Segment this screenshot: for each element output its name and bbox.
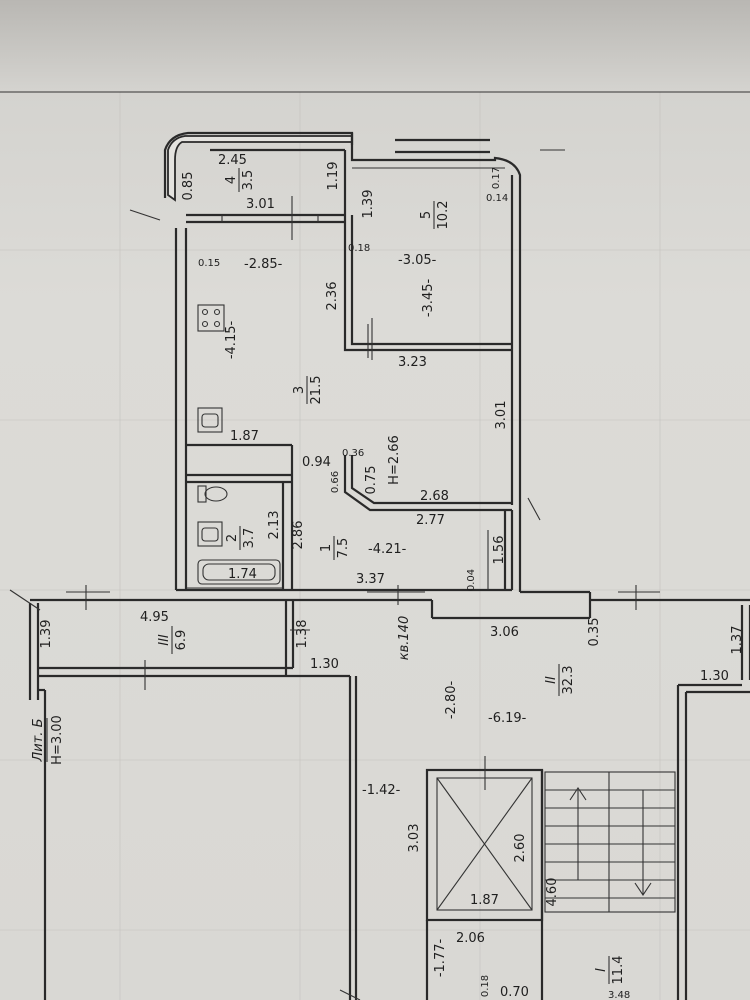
room-2-number: 2 bbox=[225, 534, 240, 542]
room-4-walls bbox=[186, 148, 347, 224]
dim-label: -1.42- bbox=[362, 783, 401, 798]
dim-label: 4.95 bbox=[140, 610, 169, 625]
building-label: Лит. Б H=3.00 bbox=[31, 715, 65, 765]
paper-grid bbox=[0, 91, 750, 1000]
dim-label: 1.74 bbox=[228, 567, 257, 582]
kitchen-sink-icon bbox=[197, 407, 223, 433]
dimension-labels: 2.45 1.19 0.85 3.01 1.39 0.17 0.14 0.18 … bbox=[39, 153, 745, 1000]
bathtub-icon bbox=[197, 559, 281, 585]
dim-label: -1.77- bbox=[433, 939, 448, 978]
dim-label: 1.87 bbox=[470, 893, 499, 908]
room-1-area: 7.5 bbox=[336, 538, 351, 559]
dim-label: 1.56 bbox=[492, 536, 507, 565]
dim-label: 2.36 bbox=[325, 282, 340, 311]
dim-label: 1.39 bbox=[361, 190, 376, 219]
landing-walls bbox=[676, 605, 750, 1000]
dim-label: 0.15 bbox=[198, 258, 220, 269]
room-II-number: II bbox=[544, 676, 559, 684]
dim-label: -4.15- bbox=[224, 321, 239, 360]
dim-label: 0.18 bbox=[480, 975, 491, 997]
dim-label: -6.19- bbox=[488, 711, 527, 726]
dim-label: -4.21- bbox=[368, 542, 407, 557]
dim-label: 3.01 bbox=[246, 197, 275, 212]
room-4-number: 4 bbox=[224, 176, 239, 184]
entrance-walls bbox=[30, 505, 750, 620]
dim-label: -2.80- bbox=[444, 681, 459, 720]
dim-label: 0.14 bbox=[486, 193, 508, 204]
dim-label: 0.35 bbox=[587, 618, 602, 647]
apartment-outer-walls bbox=[163, 131, 522, 590]
bathroom-walls bbox=[186, 443, 294, 590]
room-label-2: 2 3.7 bbox=[225, 526, 257, 550]
room-3-area: 21.5 bbox=[309, 376, 324, 405]
dim-label: -3.05- bbox=[398, 253, 437, 268]
dim-label: 3.23 bbox=[398, 355, 427, 370]
dim-label: 2.13 bbox=[267, 511, 282, 540]
toilet-icon bbox=[197, 485, 228, 503]
room-I-number: I bbox=[594, 968, 609, 972]
ceiling-height-label: H=2.66 bbox=[387, 435, 402, 485]
dim-label: 2.45 bbox=[218, 153, 247, 168]
dimension-lines bbox=[9, 149, 565, 1000]
dim-label: 0.04 bbox=[466, 569, 477, 591]
dim-label: 3.37 bbox=[356, 572, 385, 587]
room-III-walls bbox=[28, 600, 358, 1000]
room-5-number: 5 bbox=[419, 211, 434, 219]
dim-label: 3.01 bbox=[494, 401, 509, 430]
room-label-III: III 6.9 bbox=[157, 626, 189, 654]
dim-label: 2.77 bbox=[416, 513, 445, 528]
building-letter-label: Лит. Б bbox=[31, 718, 46, 762]
room-label-1: 1 7.5 bbox=[319, 536, 351, 560]
dim-label: 0.66 bbox=[330, 471, 341, 493]
dim-label: -3.45- bbox=[421, 279, 436, 318]
room-I-area: 11.4 bbox=[611, 956, 626, 985]
dim-label: 4.60 bbox=[545, 878, 560, 907]
room-III-area: 6.9 bbox=[174, 630, 189, 651]
room-II-area: 32.3 bbox=[561, 666, 576, 695]
dim-label: 0.75 bbox=[364, 466, 379, 495]
staircase bbox=[544, 771, 676, 913]
dim-label: 1.37 bbox=[730, 626, 745, 655]
stove-icon bbox=[197, 304, 225, 332]
dim-label: 1.38 bbox=[295, 620, 310, 649]
room-label-3: 3 21.5 bbox=[292, 376, 324, 405]
room-label-I: I 11.4 bbox=[594, 956, 626, 985]
room-2-area: 3.7 bbox=[242, 528, 257, 549]
room-5-walls bbox=[343, 167, 512, 358]
dim-label: 0.70 bbox=[500, 985, 529, 1000]
apartment-number-label: кв.140 bbox=[397, 616, 412, 660]
dim-label: 1.87 bbox=[230, 429, 259, 444]
dim-label: 3.03 bbox=[407, 824, 422, 853]
room-label-II: II 32.3 bbox=[544, 664, 576, 696]
dim-label: 2.60 bbox=[513, 834, 528, 863]
room-4-area: 3.5 bbox=[241, 170, 256, 191]
dim-label: 3.48 bbox=[608, 990, 630, 1000]
dim-label: -2.85- bbox=[244, 257, 283, 272]
room-label-5: 5 10.2 bbox=[419, 201, 451, 230]
room-label-4: 4 3.5 bbox=[224, 168, 256, 192]
dim-label: 0.36 bbox=[342, 448, 364, 459]
dim-label: 2.68 bbox=[420, 489, 449, 504]
building-height-label: H=3.00 bbox=[50, 715, 65, 765]
dim-label: 0.85 bbox=[181, 172, 196, 201]
dim-label: 1.30 bbox=[700, 669, 729, 684]
room-1-number: 1 bbox=[319, 544, 334, 552]
dim-label: 1.19 bbox=[326, 162, 341, 191]
dim-label: 3.06 bbox=[490, 625, 519, 640]
room-5-area: 10.2 bbox=[436, 201, 451, 230]
dim-label: 2.86 bbox=[291, 521, 306, 550]
elevator-shaft bbox=[425, 756, 544, 1000]
dim-label: 0.17 bbox=[491, 167, 502, 189]
dim-label: 0.18 bbox=[348, 243, 370, 254]
bathroom-sink-icon bbox=[197, 521, 223, 547]
dim-label: 1.39 bbox=[39, 620, 54, 649]
dim-label: 1.30 bbox=[310, 657, 339, 672]
dim-label: 0.94 bbox=[302, 455, 331, 470]
dim-label: 2.06 bbox=[456, 931, 485, 946]
room-3-number: 3 bbox=[292, 386, 307, 394]
corridor-partition bbox=[343, 455, 514, 590]
room-III-number: III bbox=[157, 634, 172, 646]
